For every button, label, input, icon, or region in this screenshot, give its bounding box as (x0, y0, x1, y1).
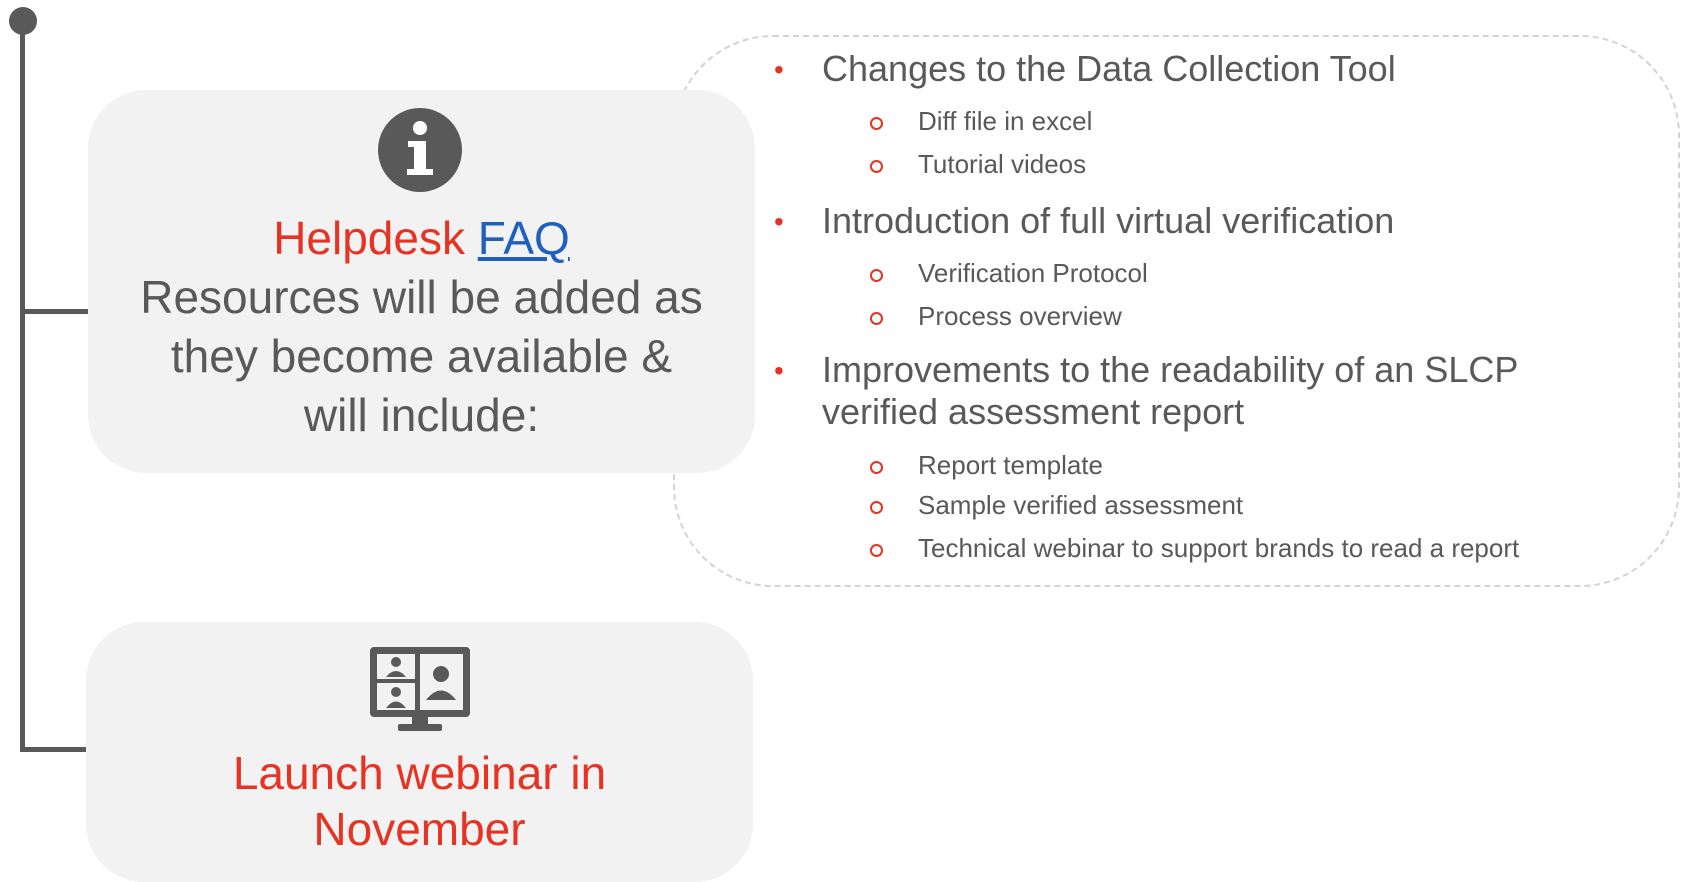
webinar-title-line: November (313, 803, 526, 855)
sub-item-label: Sample verified assessment (918, 490, 1244, 520)
bullet-icon: • (774, 54, 784, 85)
sub-item-label: Technical webinar to support brands to r… (918, 533, 1520, 563)
circle-bullet-icon (870, 269, 883, 282)
sub-item-label: Process overview (918, 301, 1122, 331)
helpdesk-title: Helpdesk FAQ (88, 210, 755, 266)
sub-item-label: Report template (918, 450, 1103, 480)
sub-item-label: Verification Protocol (918, 258, 1148, 288)
circle-bullet-icon (870, 461, 883, 474)
circle-bullet-icon (870, 312, 883, 325)
sub-item-label: Tutorial videos (918, 149, 1087, 179)
timeline-line (20, 22, 25, 752)
info-icon (378, 108, 462, 192)
sub-item-label: Diff file in excel (918, 106, 1093, 136)
circle-bullet-icon (870, 501, 883, 514)
bullet-icon: • (774, 355, 784, 386)
webinar-title: Launch webinar in November (86, 745, 753, 857)
webinar-title-line: Launch webinar in (232, 747, 607, 799)
circle-bullet-icon (870, 544, 883, 557)
video-conference-icon (368, 645, 472, 733)
helpdesk-description-line: they become available & (170, 330, 673, 382)
helpdesk-description: Resources will be added as they become a… (88, 268, 755, 445)
resource-heading-line: Improvements to the readability of an SL… (822, 349, 1519, 390)
circle-bullet-icon (870, 117, 883, 130)
faq-link[interactable]: FAQ (477, 212, 570, 264)
helpdesk-description-line: will include: (303, 389, 540, 441)
helpdesk-description-line: Resources will be added as (140, 271, 703, 323)
resource-heading: Changes to the Data Collection Tool (822, 48, 1396, 89)
circle-bullet-icon (870, 160, 883, 173)
resource-heading: Introduction of full virtual verificatio… (822, 200, 1395, 241)
helpdesk-label: Helpdesk (273, 212, 465, 264)
bullet-icon: • (774, 206, 784, 237)
resource-heading-line: verified assessment report (822, 391, 1245, 432)
timeline-branch-webinar (22, 747, 117, 752)
timeline-start-dot (9, 7, 37, 35)
timeline-branch-helpdesk (22, 309, 117, 314)
resource-heading: Improvements to the readability of an SL… (822, 349, 1642, 433)
